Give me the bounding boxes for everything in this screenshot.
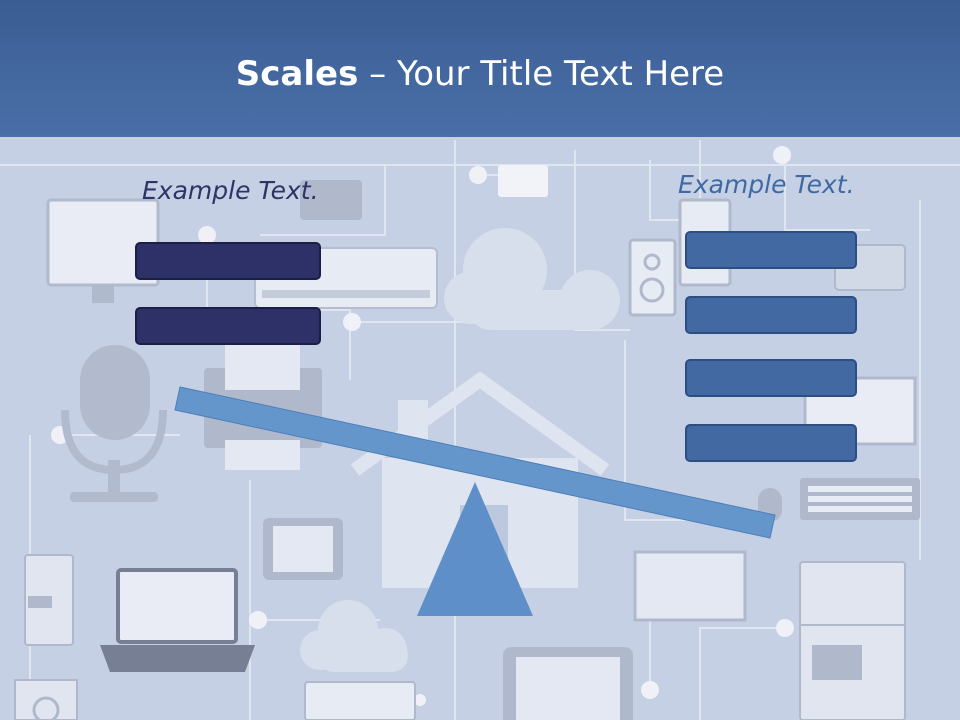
microphone-icon [61,345,167,502]
title-bold: Scales [235,54,359,94]
washing-machine-icon [14,679,78,720]
fridge-icon [24,554,74,646]
cloud-icon [444,228,620,330]
right-box-3[interactable] [685,359,857,397]
tablet-icon [503,647,633,720]
telephone-icon [300,180,362,220]
scale-beam[interactable] [174,386,776,539]
laptop-icon [100,568,255,672]
cloud-icon [300,600,408,672]
dvd-player-icon [304,681,416,720]
right-example-text[interactable]: Example Text. [678,170,855,199]
camera-icon [498,165,548,197]
tv-icon [633,550,747,622]
title-rest: – Your Title Text Here [358,54,725,94]
tablet-icon [263,518,343,580]
left-example-text[interactable]: Example Text. [142,176,319,205]
right-box-1[interactable] [685,231,857,269]
scale-fulcrum[interactable] [417,482,533,616]
left-box-1[interactable] [135,242,321,280]
slide-title[interactable]: Scales – Your Title Text Here [0,52,960,96]
keyboard-icon [800,478,920,520]
right-box-2[interactable] [685,296,857,334]
fridge-icon [799,561,906,720]
title-banner [0,0,960,137]
right-box-4[interactable] [685,424,857,462]
left-box-2[interactable] [135,307,321,345]
